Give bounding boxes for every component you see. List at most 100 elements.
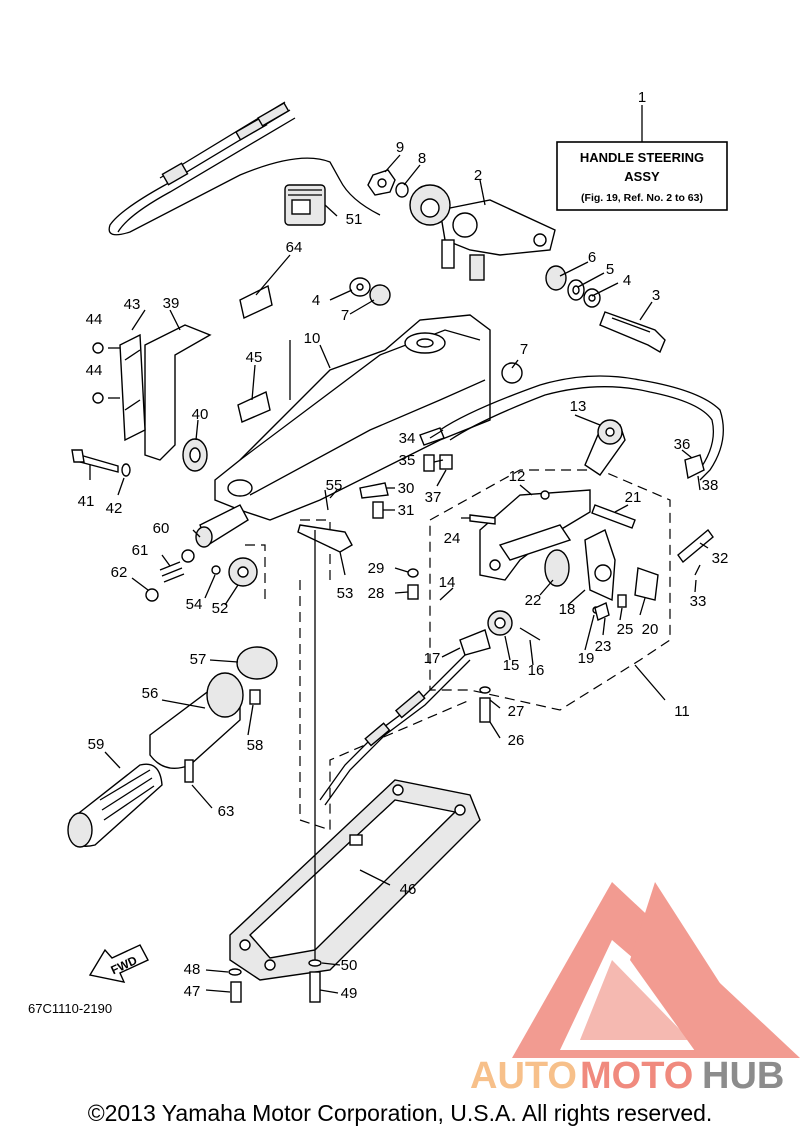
callout-32: 32 (712, 550, 729, 567)
cable-17 (319, 654, 471, 806)
title-box: HANDLE STEERING ASSY (Fig. 19, Ref. No. … (556, 105, 728, 211)
callout-13: 13 (570, 398, 587, 415)
nut-9-washer-8 (367, 169, 409, 198)
callout-7b: 7 (520, 341, 528, 358)
callout-27: 27 (508, 703, 525, 720)
callout-34: 34 (399, 430, 416, 447)
callout-24: 24 (444, 530, 461, 547)
callout-46: 46 (400, 881, 417, 898)
callout-60: 60 (153, 520, 170, 537)
plate-12 (479, 489, 591, 581)
callout-12: 12 (509, 468, 526, 485)
callout-1: 1 (638, 89, 646, 106)
callout-23: 23 (595, 638, 612, 655)
callout-55: 55 (326, 477, 343, 494)
callout-25: 25 (617, 621, 634, 638)
callout-33: 33 (690, 593, 707, 610)
callout-50: 50 (341, 957, 358, 974)
grommet-40-bolt-41 (71, 438, 208, 477)
fwd-arrow: FWD (88, 944, 149, 983)
callout-38: 38 (702, 477, 719, 494)
screws-24-28-29 (407, 514, 496, 600)
connector-51 (284, 184, 326, 226)
callout-45: 45 (246, 349, 263, 366)
callout-11: 11 (674, 703, 690, 720)
callout-17: 17 (424, 650, 441, 667)
callout-14: 14 (439, 574, 456, 591)
callout-4a: 4 (312, 292, 320, 309)
callout-7a: 7 (341, 307, 349, 324)
callout-20: 20 (642, 621, 659, 638)
callout-6: 6 (588, 249, 596, 266)
screws-30-37 (359, 427, 453, 519)
callout-29: 29 (368, 560, 385, 577)
title-line3: (Fig. 19, Ref. No. 2 to 63) (581, 192, 703, 204)
callout-61: 61 (132, 542, 149, 559)
callout-31: 31 (398, 502, 415, 519)
base-plate-46 (229, 779, 481, 981)
labels-45-64 (237, 284, 273, 423)
lever-13 (584, 419, 626, 476)
callout-22: 22 (525, 592, 542, 609)
callout-41: 41 (78, 493, 95, 510)
title-line2: ASSY (624, 169, 660, 184)
washer-4-bushing-7 (349, 277, 523, 384)
callout-44b: 44 (86, 362, 103, 379)
callout-63: 63 (218, 803, 235, 820)
callout-5: 5 (606, 261, 614, 278)
callout-48: 48 (184, 961, 201, 978)
leader-lines (89, 154, 709, 994)
callout-28: 28 (368, 585, 385, 602)
callout-39: 39 (163, 295, 180, 312)
callout-36: 36 (674, 436, 691, 453)
diagram-code: 67C1110-2190 (28, 1001, 112, 1016)
cam-gear-group (459, 529, 659, 656)
callout-35: 35 (399, 452, 416, 469)
callout-43: 43 (124, 296, 141, 313)
callout-10: 10 (304, 330, 321, 347)
callout-37: 37 (425, 489, 442, 506)
pin-21 (591, 504, 636, 529)
callout-9: 9 (396, 139, 404, 156)
callout-51: 51 (346, 211, 363, 228)
watermark-text: AUTO MOTO HUB (470, 1055, 784, 1097)
bolt-26 (479, 686, 491, 723)
callout-47: 47 (184, 983, 201, 1000)
callout-2: 2 (474, 167, 482, 184)
callout-21: 21 (625, 489, 642, 506)
grip-assembly (67, 504, 278, 848)
copyright-notice: ©2013 Yamaha Motor Corporation, U.S.A. A… (87, 1100, 713, 1126)
callout-57: 57 (190, 651, 207, 668)
callout-4b: 4 (623, 272, 631, 289)
title-line1: HANDLE STEERING (580, 150, 704, 165)
callout-53: 53 (337, 585, 354, 602)
callout-8: 8 (418, 150, 426, 167)
bolt-3-group (545, 265, 666, 354)
callout-64: 64 (286, 239, 303, 256)
callout-3: 3 (652, 287, 660, 304)
callout-15: 15 (503, 657, 520, 674)
callout-26: 26 (508, 732, 525, 749)
rod-32 (677, 528, 714, 576)
callout-56: 56 (142, 685, 159, 702)
bracket-39 (92, 324, 212, 461)
cable-loop (439, 375, 724, 481)
callout-42: 42 (106, 500, 123, 517)
watermark-hub: HUB (702, 1055, 784, 1097)
callout-30: 30 (398, 480, 415, 497)
watermark-moto: MOTO (580, 1055, 693, 1097)
bracket-2 (409, 184, 556, 281)
callout-52: 52 (212, 600, 229, 617)
watermark-logo (512, 882, 800, 1058)
callout-44a: 44 (86, 311, 103, 328)
fwd-label: FWD (109, 953, 140, 977)
callout-19: 19 (578, 650, 595, 667)
control-cables (108, 101, 381, 236)
callout-59: 59 (88, 736, 105, 753)
callout-16: 16 (528, 662, 545, 679)
callout-40: 40 (192, 406, 209, 423)
callout-numbers: 1 2 3 4 4 5 6 7 7 8 9 10 11 12 13 14 15 … (78, 89, 729, 1002)
parts-52-55 (211, 489, 353, 587)
callout-54: 54 (186, 596, 203, 613)
